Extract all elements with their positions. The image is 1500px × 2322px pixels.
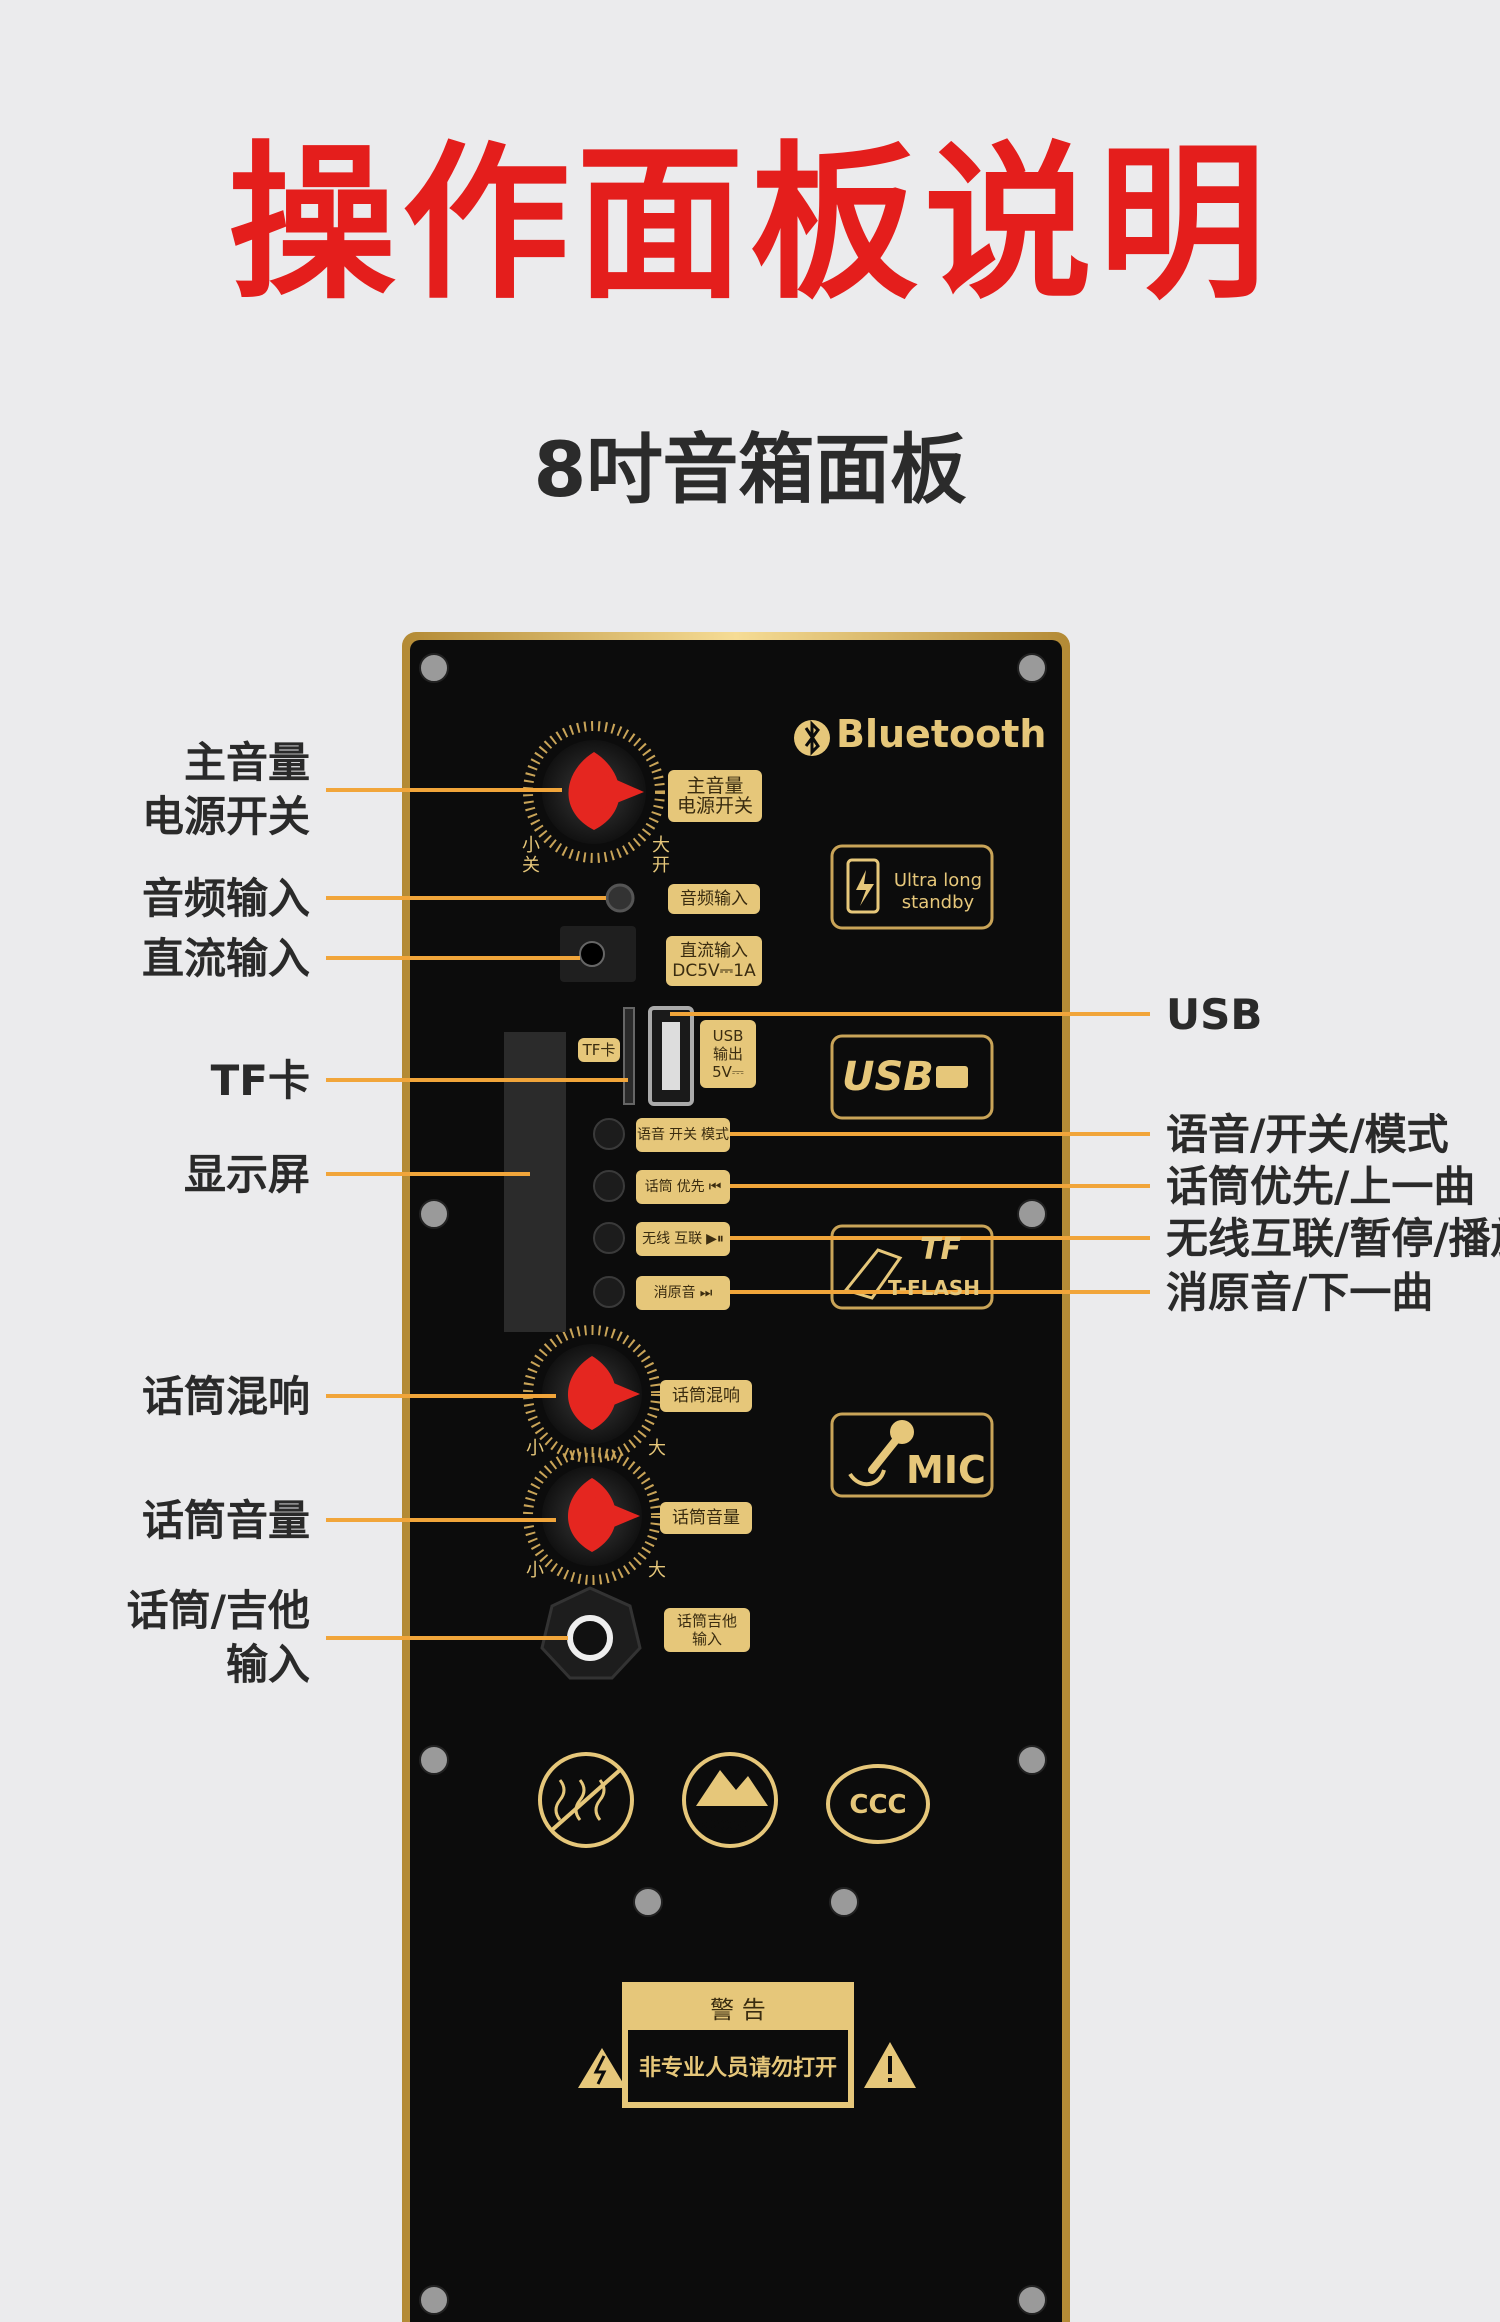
tflash-logo-text: T-FLASH [888, 1276, 981, 1300]
micvol-max-label: 大 [648, 1560, 666, 1581]
warning-text: 非专业人员请勿打开 [638, 2056, 837, 2081]
battery-icon [846, 858, 880, 914]
warning-title: 警 告 [710, 1996, 766, 2024]
knob-min-label: 小关 [522, 835, 540, 876]
label-mic-priority-prev: 话筒优先/上一曲 [1166, 1162, 1476, 1211]
prev-button-tag: 话筒优先⏮ [636, 1170, 730, 1204]
label-usb: USB [1166, 990, 1263, 1039]
mic-logo-text: MIC [906, 1448, 986, 1492]
page-subtitle: 8吋音箱面板 [533, 425, 967, 514]
mic-logo-box [830, 1412, 994, 1498]
hand-card-icon [843, 1248, 903, 1300]
label-mic-reverb: 话筒混响 [141, 1372, 310, 1421]
page-title: 操作面板说明 [228, 126, 1272, 322]
label-vocal-cut-next: 消原音/下一曲 [1166, 1268, 1434, 1317]
screw-icon [419, 653, 1047, 2315]
label-dc-input: 直流输入 [141, 934, 310, 983]
mode-button [593, 1118, 625, 1150]
label-audio-input: 音频输入 [141, 874, 310, 923]
knob-max-label: 大开 [652, 835, 670, 876]
tflash-logo-box [830, 1224, 994, 1310]
usb-logo-box [830, 1034, 994, 1120]
label-master-volume: 主音量电源开关 [141, 738, 310, 841]
play-pause-button [593, 1222, 625, 1254]
label-mic-volume: 话筒音量 [141, 1496, 310, 1545]
next-button-tag: 消原音⏭ [636, 1276, 730, 1310]
prev-button [593, 1170, 625, 1202]
master-volume-tag: 主音量电源开关 [668, 770, 762, 822]
mic-reverb-knob [523, 1325, 661, 1463]
label-display: 显示屏 [183, 1150, 310, 1199]
label-voice-power-mode: 语音/开关/模式 [1166, 1110, 1449, 1159]
reverb-max-label: 大 [648, 1438, 666, 1459]
usb-drive-icon [936, 1066, 968, 1088]
moisture-warning-icon [538, 1752, 634, 1848]
mic-volume-tag: 话筒音量 [660, 1502, 752, 1534]
bluetooth-logo-text: Bluetooth [836, 712, 1047, 756]
altitude-icon [682, 1752, 778, 1848]
tf-card-slot [623, 1007, 635, 1105]
ccc-icon [826, 1764, 930, 1844]
label-mic-guitar-input: 话筒/吉他输入 [126, 1586, 310, 1689]
electric-warning-icon [578, 2048, 626, 2088]
tf-logo-text: TF [920, 1232, 961, 1267]
audio-input-tag: 音频输入 [668, 884, 760, 914]
ccc-text: CCC [849, 1790, 907, 1820]
label-tf-card: TF卡 [210, 1056, 310, 1105]
mode-button-tag: 语音开关模式 [636, 1118, 730, 1152]
play-button-tag: 无线互联▶⏸ [636, 1222, 730, 1256]
reverb-tag: 话筒混响 [660, 1380, 752, 1412]
standby-logo-box [830, 844, 994, 930]
micvol-min-label: 小 [526, 1560, 544, 1581]
microphone-icon [848, 1420, 914, 1486]
altitude-text: ≤2000m [698, 1818, 764, 1834]
display-screen [504, 1032, 566, 1332]
label-wireless-pause-play: 无线互联/暂停/播放 [1166, 1214, 1500, 1263]
next-button [593, 1276, 625, 1308]
reverb-min-label: 小 [526, 1438, 544, 1459]
master-volume-knob [523, 721, 665, 863]
usb-logo-text: USB [842, 1054, 934, 1100]
tf-card-tag: TF卡 [578, 1038, 620, 1062]
audio-input-jack [605, 883, 635, 913]
callout-lines [326, 788, 1150, 1640]
jack-tag: 话筒吉他输入 [664, 1608, 750, 1652]
mic-volume-knob [523, 1447, 661, 1585]
